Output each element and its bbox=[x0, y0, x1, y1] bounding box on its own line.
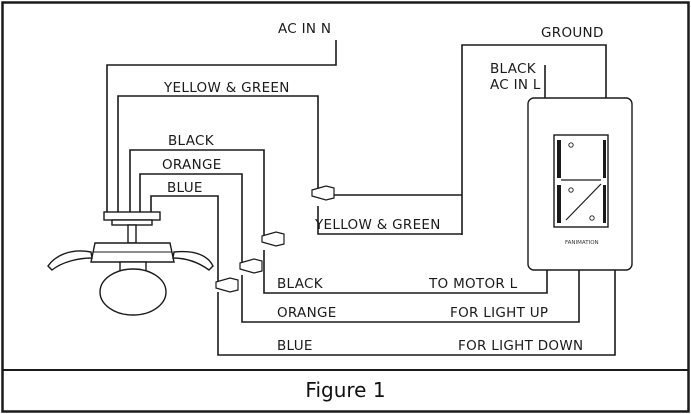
wire-to-motor-l bbox=[263, 250, 548, 294]
label-yellow-green-top: YELLOW & GREEN bbox=[163, 80, 290, 96]
wire-for-light-up bbox=[241, 270, 580, 323]
label-ac-in-l: AC IN L bbox=[490, 77, 541, 93]
wire-for-light-down bbox=[217, 270, 616, 356]
wire-nut-black bbox=[261, 231, 285, 247]
wire-yellow-green-ground bbox=[330, 44, 607, 235]
label-blue-fan: BLUE bbox=[167, 180, 203, 196]
wire-black-fan bbox=[129, 149, 265, 235]
wire-orange-fan bbox=[139, 173, 243, 262]
wire-nut-yellow-green bbox=[311, 185, 335, 201]
label-blue-bottom: BLUE bbox=[277, 338, 313, 354]
ceiling-fan-illustration bbox=[47, 211, 214, 316]
label-black-ac-in-l: BLACK bbox=[490, 61, 537, 77]
figure-caption: Figure 1 bbox=[305, 378, 385, 402]
wire-nut-orange bbox=[239, 258, 263, 274]
brand-label: FANIMATION bbox=[565, 240, 599, 246]
wire-yellow-green-fan bbox=[117, 95, 319, 213]
label-for-light-down: FOR LIGHT DOWN bbox=[458, 338, 583, 354]
label-ground: GROUND bbox=[541, 25, 604, 41]
wall-control-illustration: FANIMATION bbox=[527, 97, 633, 271]
label-to-motor-l: TO MOTOR L bbox=[428, 276, 518, 292]
label-yellow-green-bottom: YELLOW & GREEN bbox=[314, 217, 441, 233]
label-black-fan: BLACK bbox=[168, 133, 215, 149]
wire-yellow-green-lower bbox=[317, 206, 462, 235]
wire-blue-fan bbox=[150, 195, 219, 282]
label-orange-fan: ORANGE bbox=[162, 157, 222, 173]
wire-ac-in-n bbox=[106, 40, 337, 213]
wire-nut-blue bbox=[215, 277, 239, 293]
label-black-bottom: BLACK bbox=[277, 276, 324, 292]
label-for-light-up: FOR LIGHT UP bbox=[450, 305, 548, 321]
label-ac-in-n: AC IN N bbox=[278, 21, 331, 37]
label-orange-bottom: ORANGE bbox=[277, 305, 337, 321]
